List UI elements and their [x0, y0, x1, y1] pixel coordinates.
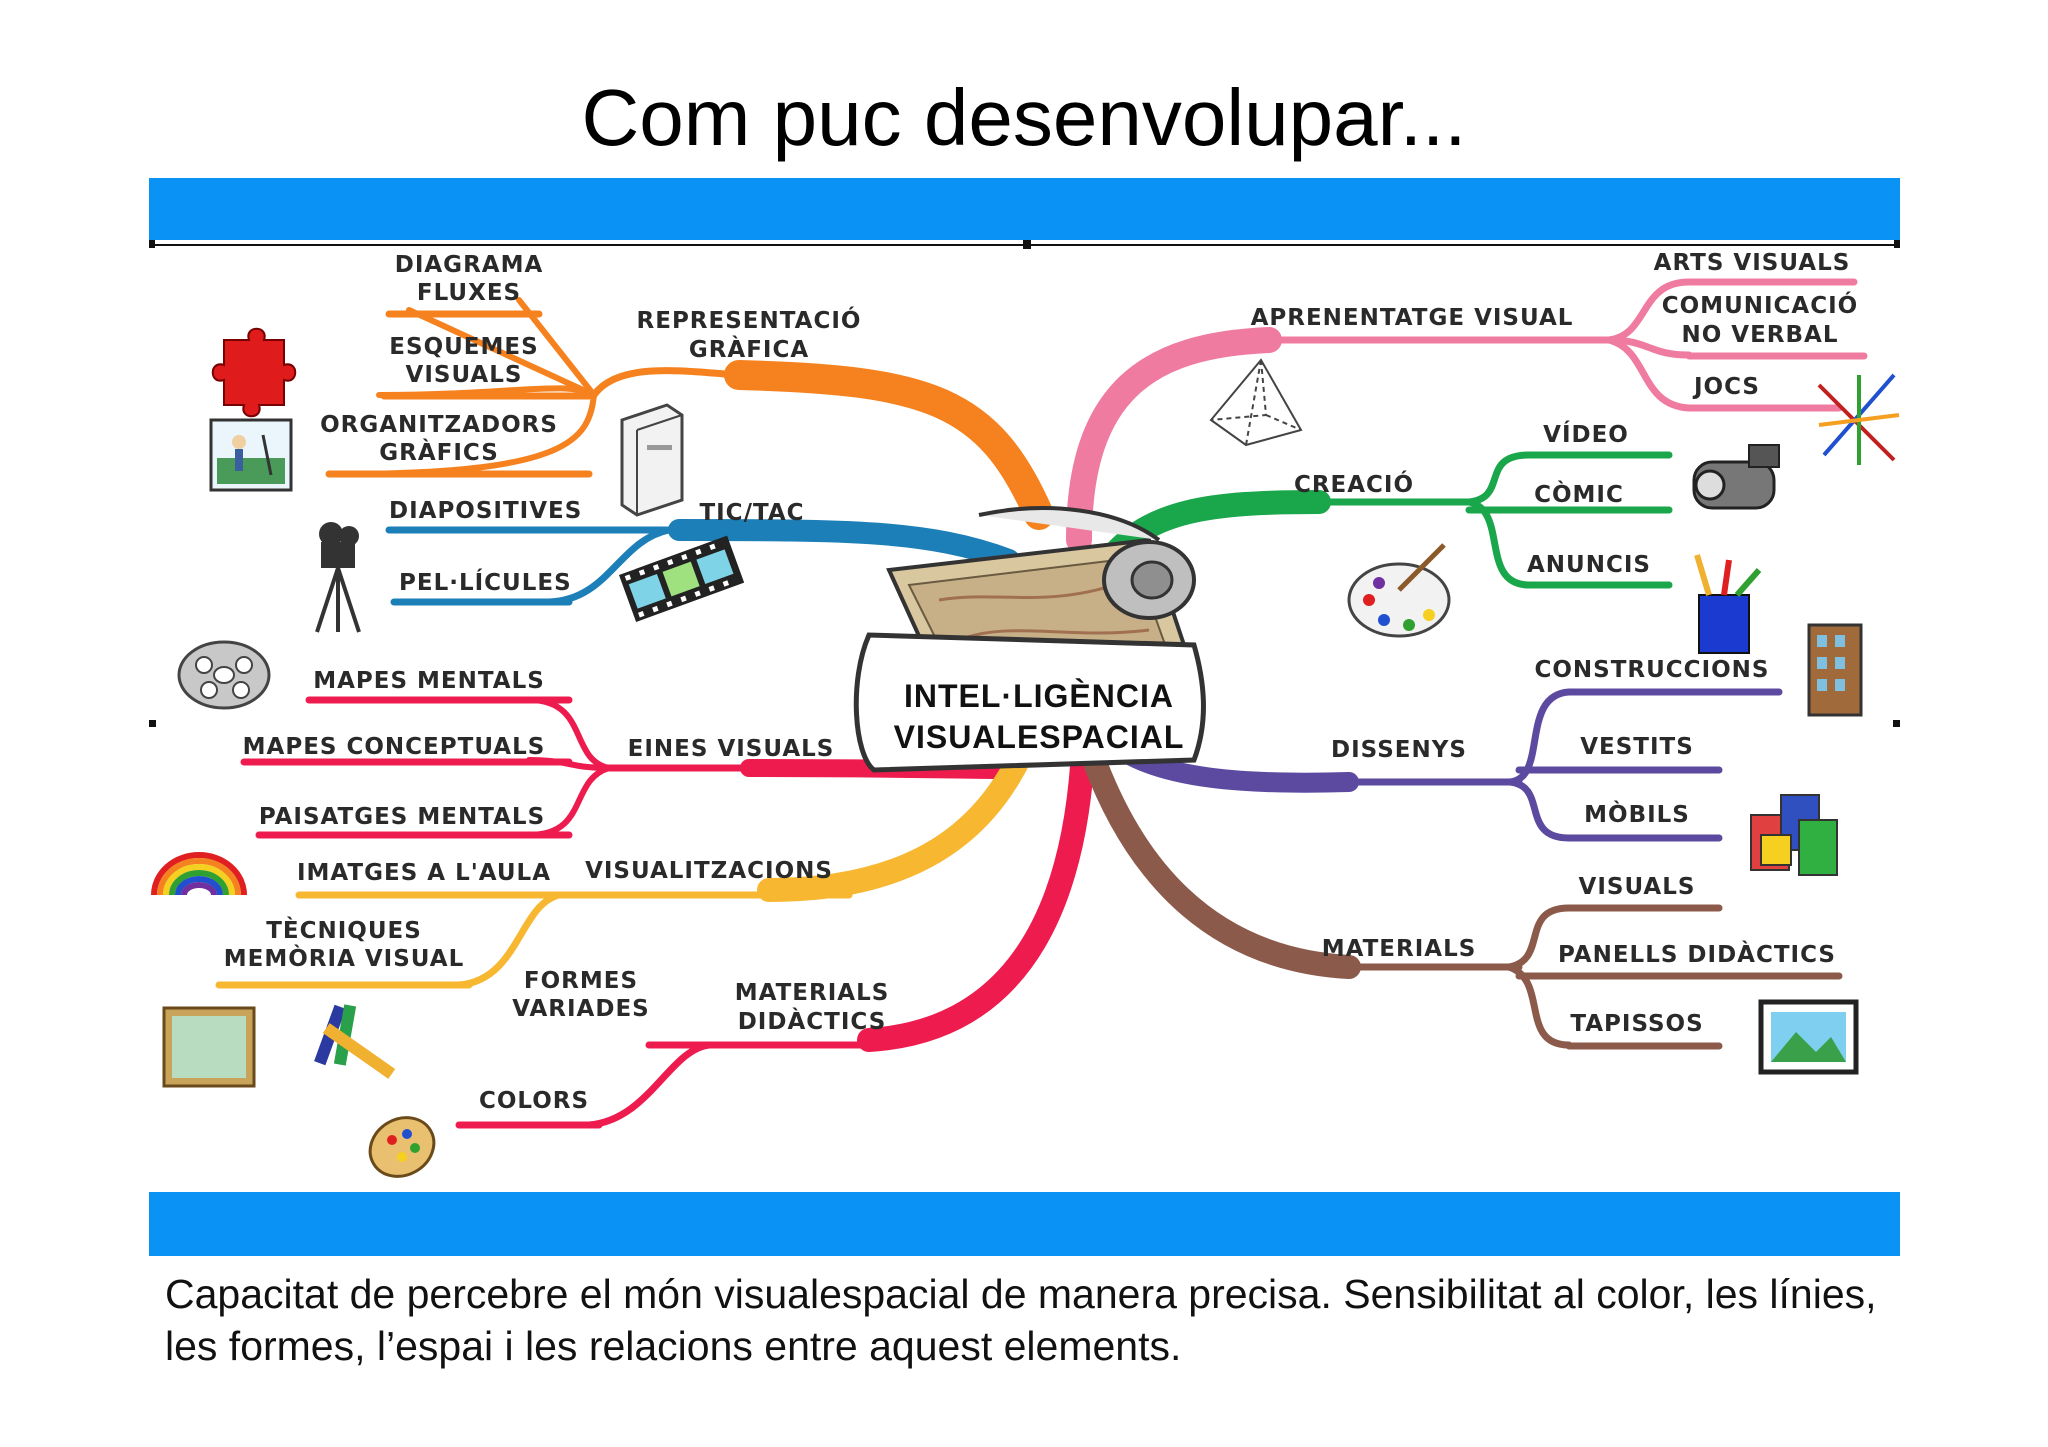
branch-label-materials-didactics-1: MATERIALS	[735, 980, 890, 1006]
branch-label-eines: EINES VISUALS	[628, 736, 835, 762]
branch-label-aprenentatge: APRENENTATGE VISUAL	[1251, 305, 1574, 331]
leaf-esquemes-visuals-1: ESQUEMES	[389, 334, 538, 360]
paint-cans-icon	[1750, 794, 1838, 876]
branch-label-representacio-1: REPRESENTACIÓ	[637, 306, 862, 334]
branch-aprenentatge	[1066, 278, 1868, 553]
arrows-icon	[1817, 373, 1900, 465]
leaf-imatges-aula: IMATGES A L'AULA	[297, 860, 551, 886]
pyramid-icon	[1209, 358, 1303, 447]
leaf-visuals: VISUALS	[1579, 874, 1696, 900]
leaf-esquemes-visuals-2: VISUALS	[406, 362, 523, 388]
branch-tic	[385, 519, 1020, 606]
leaf-comunicacio-1: COMUNICACIÓ	[1662, 291, 1858, 319]
puzzle-icon	[211, 327, 297, 418]
leaf-diapositives: DIAPOSITIVES	[389, 498, 582, 524]
leaf-comic: CÒMIC	[1534, 480, 1624, 508]
leaf-video: VÍDEO	[1543, 420, 1629, 448]
branch-label-dissenys: DISSENYS	[1331, 737, 1467, 763]
bottom-banner	[149, 1192, 1900, 1256]
center-label-line2: VISUALESPACIAL	[894, 719, 1185, 755]
leaf-organitzadors-2: GRÀFICS	[379, 438, 499, 466]
leaf-comunicacio-2: NO VERBAL	[1681, 322, 1838, 348]
branch-materials	[1082, 748, 1843, 1050]
top-banner	[149, 178, 1900, 240]
branch-label-materials-didactics-2: DIDÀCTICS	[738, 1007, 887, 1035]
leaf-construccions: CONSTRUCCIONS	[1534, 657, 1769, 683]
leaf-vestits: VESTITS	[1580, 734, 1694, 760]
camcorder-icon	[1692, 444, 1780, 510]
leaf-pellicules: PEL·LÍCULES	[399, 568, 572, 596]
chalkboard-icon	[162, 1006, 256, 1088]
film-strip-icon	[619, 535, 745, 622]
leaf-paisatges-mentals: PAISATGES MENTALS	[259, 804, 545, 830]
crayons-icon	[314, 1004, 396, 1079]
branch-materials-didactics	[455, 718, 1096, 1129]
branch-representacio	[325, 297, 1054, 530]
leaf-arts-visuals: ARTS VISUALS	[1654, 250, 1851, 276]
framed-picture-icon	[1758, 999, 1859, 1075]
branch-label-creacio: CREACIÓ	[1294, 470, 1414, 498]
leaf-tecniques-2: MEMÒRIA VISUAL	[224, 944, 464, 972]
palette-icon	[368, 1116, 436, 1178]
leaf-mobils: MÒBILS	[1584, 800, 1690, 828]
branch-label-materials: MATERIALS	[1322, 936, 1477, 962]
leaf-colors: COLORS	[479, 1088, 589, 1114]
branch-label-visualitzacions: VISUALITZACIONS	[585, 858, 833, 884]
photo-icon	[209, 418, 293, 492]
mind-map: INTEL·LIGÈNCIA VISUALESPACIAL DIAGRAMA F…	[149, 240, 1900, 1192]
film-reel-icon	[177, 640, 271, 710]
building-icon	[1807, 623, 1863, 717]
pencil-cup-icon	[1694, 554, 1762, 654]
leaf-diagrama-fluxes-2: FLUXES	[417, 280, 521, 306]
computer-icon	[620, 403, 684, 517]
center-label-line1: INTEL·LIGÈNCIA	[904, 678, 1174, 714]
branch-label-representacio-2: GRÀFICA	[689, 335, 809, 363]
leaf-panells: PANELLS DIDÀCTICS	[1558, 940, 1836, 968]
leaf-diagrama-fluxes-1: DIAGRAMA	[395, 252, 544, 278]
frame-lines	[149, 240, 1900, 727]
leaf-anuncis: ANUNCIS	[1527, 552, 1651, 578]
rainbow-icon	[151, 852, 247, 896]
paint-palette-icon	[1347, 543, 1451, 638]
leaf-organitzadors-1: ORGANITZADORS	[320, 412, 558, 438]
film-camera-icon	[315, 522, 361, 633]
branch-label-tic: TIC/TAC	[699, 500, 804, 526]
leaf-formes-1: FORMES	[524, 968, 638, 994]
leaf-formes-2: VARIADES	[512, 996, 649, 1022]
page-title: Com puc desenvolupar...	[581, 73, 1467, 162]
leaf-tapissos: TAPISSOS	[1570, 1011, 1703, 1037]
leaf-mapes-mentals: MAPES MENTALS	[313, 668, 545, 694]
caption-text: Capacitat de percebre el món visualespac…	[165, 1271, 1877, 1369]
leaf-mapes-conceptuals: MAPES CONCEPTUALS	[243, 734, 546, 760]
map-scroll-icon: INTEL·LIGÈNCIA VISUALESPACIAL	[853, 506, 1206, 773]
leaf-tecniques-1: TÈCNIQUES	[266, 916, 422, 944]
leaf-jocs: JOCS	[1692, 374, 1760, 400]
